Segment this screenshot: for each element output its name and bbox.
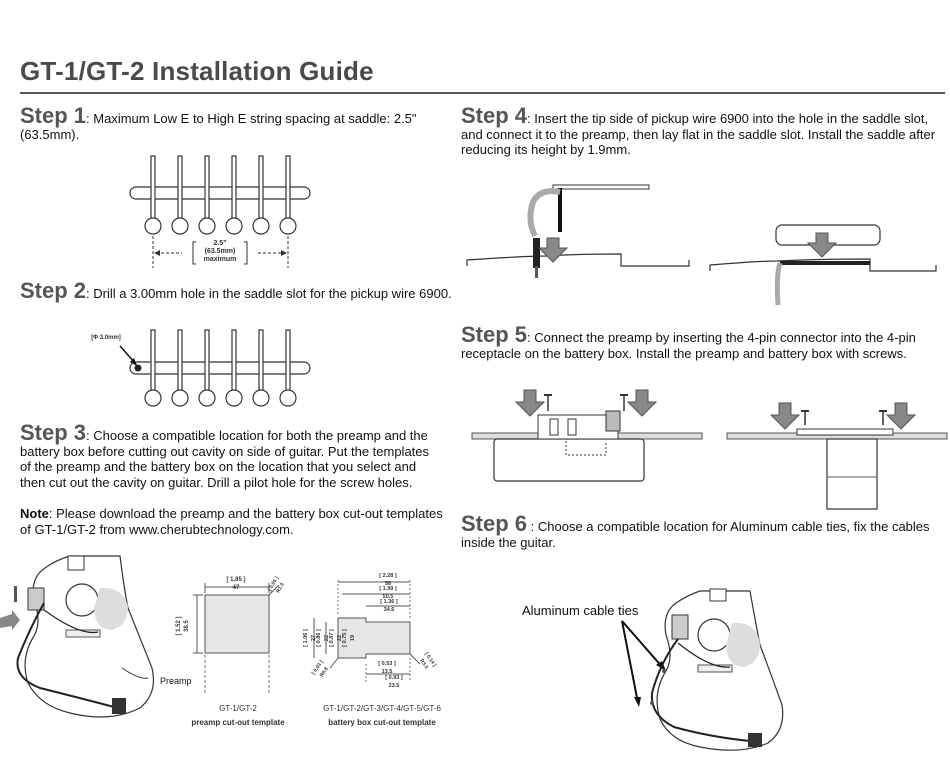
- battery-template-subcaption: battery box cut-out template: [328, 718, 436, 727]
- step-5-description: : Connect the preamp by inserting the 4-…: [461, 330, 916, 361]
- spacing-inch-value: 2.5": [213, 240, 227, 247]
- preamp-install-diagram: [471, 389, 703, 482]
- battery-dim-1: [ 2.28 ] 58: [372, 572, 404, 588]
- step-2-text: Step 2: Drill a 3.00mm hole in the saddl…: [20, 280, 460, 302]
- preamp-width-dimension: [ 1.85 ] 47: [218, 576, 254, 592]
- battery-template-caption: GT-1/GT-2/GT-3/GT-4/GT-5/GT-6: [323, 704, 441, 713]
- saddle-install-diagram: [709, 224, 937, 306]
- step-3-text: Step 3: Choose a compatible location for…: [20, 422, 440, 490]
- step-5-text: Step 5: Connect the preamp by inserting …: [461, 324, 947, 361]
- battery-dim-1-mm: 58: [384, 581, 392, 587]
- battery-dim-9: [ 0.93 ] 23.5: [378, 674, 410, 690]
- battery-dim-3-in: [ 1.36 ]: [380, 599, 398, 605]
- step-4-description: : Insert the tip side of pickup wire 690…: [461, 111, 936, 157]
- preamp-height-in: [ 1.52 ]: [176, 616, 182, 636]
- spacing-maximum-label: maximum: [203, 256, 237, 263]
- pickup-wire-insertion-diagram: [466, 184, 690, 278]
- step-3-description: : Choose a compatible location for both …: [20, 428, 430, 490]
- battery-dim-8: [ 0.53 ] 13.5: [372, 660, 402, 676]
- preamp-height-dimension: [ 1.52 ] 38.5: [175, 608, 191, 644]
- battery-dim-9-in: [ 0.93 ]: [385, 675, 403, 681]
- string-spacing-diagram: [129, 155, 311, 268]
- battery-dim-3-mm: 34.6: [383, 607, 395, 613]
- battery-dim-9-mm: 23.5: [388, 683, 400, 689]
- battery-dim-2-in: [ 1.99 ]: [379, 586, 397, 592]
- cable-tie-guitar-illustration: [621, 588, 784, 751]
- step-4-heading: Step 4: [461, 103, 528, 128]
- note-text: : Please download the preamp and the bat…: [20, 506, 443, 537]
- step-3-heading: Step 3: [20, 420, 87, 445]
- guitar-side-illustration: [0, 555, 155, 718]
- step-6-description: : Choose a compatible location for Alumi…: [461, 519, 930, 550]
- step-5-heading: Step 5: [461, 322, 528, 347]
- step-4-text: Step 4: Insert the tip side of pickup wi…: [461, 105, 947, 158]
- battery-dim-2-mm: 50.5: [382, 594, 394, 600]
- step-1-description: : Maximum Low E to High E string spacing…: [20, 111, 417, 142]
- preamp-template-subcaption: preamp cut-out template: [191, 718, 285, 727]
- battery-dim-8-in: [ 0.53 ]: [378, 661, 396, 667]
- spacing-dimension: 2.5" (63.5mm) maximum: [194, 240, 246, 264]
- battery-box-install-diagram: [726, 402, 948, 510]
- step-6-heading: Step 6: [461, 511, 528, 536]
- page-title: GT-1/GT-2 Installation Guide: [20, 56, 374, 86]
- battery-dim-7-in: [ 0.75 ]: [342, 629, 348, 647]
- title-divider: [20, 92, 945, 94]
- download-note: Note: Please download the preamp and the…: [20, 506, 452, 537]
- preamp-height-mm: 38.5: [184, 620, 190, 632]
- drill-diameter-label: [Φ 3.0mm]: [91, 335, 121, 341]
- step-1-text: Step 1: Maximum Low E to High E string s…: [20, 105, 440, 142]
- battery-dim-6-in: [ 0.87 ]: [329, 629, 335, 647]
- step-2-heading: Step 2: [20, 278, 87, 303]
- step-6-text: Step 6 : Choose a compatible location fo…: [461, 513, 947, 550]
- note-label: Note: [20, 506, 49, 521]
- battery-box-cutout-template: [313, 580, 421, 682]
- battery-dim-8-mm: 13.5: [381, 669, 393, 675]
- preamp-label: Preamp: [160, 676, 192, 686]
- battery-dim-5-in: [ 0.86 ]: [316, 629, 322, 647]
- battery-dim-3: [ 1.36 ] 34.6: [374, 598, 404, 614]
- preamp-template-caption: GT-1/GT-2: [219, 704, 257, 713]
- battery-dim-2: [ 1.99 ] 50.5: [372, 585, 404, 601]
- step-2-description: : Drill a 3.00mm hole in the saddle slot…: [86, 286, 452, 301]
- battery-dim-7: [ 0.75 ]19: [341, 618, 357, 658]
- battery-dim-1-in: [ 2.28 ]: [379, 573, 397, 579]
- preamp-width-mm: 47: [232, 585, 240, 591]
- battery-dim-4-in: [ 1.06 ]: [303, 629, 309, 647]
- battery-dim-7-mm: 19: [350, 634, 356, 642]
- cable-ties-label: Aluminum cable ties: [522, 603, 639, 618]
- preamp-cutout-template: [193, 583, 280, 695]
- preamp-width-in: [ 1.85 ]: [226, 577, 246, 583]
- step-1-heading: Step 1: [20, 103, 87, 128]
- spacing-mm-value: (63.5mm): [204, 248, 236, 255]
- drill-hole-diagram: [119, 329, 311, 407]
